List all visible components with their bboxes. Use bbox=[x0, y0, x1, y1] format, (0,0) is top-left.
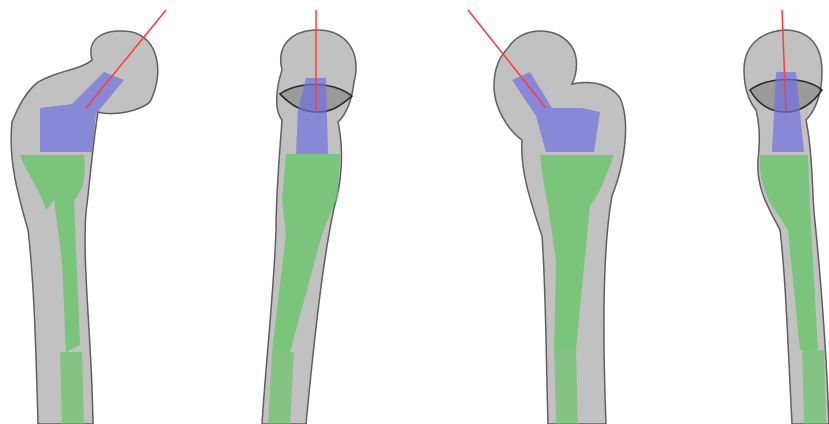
distal-green-1 bbox=[60, 352, 84, 424]
distal-green-2 bbox=[268, 352, 294, 424]
distal-green-3 bbox=[554, 350, 578, 424]
distal-green-4 bbox=[802, 350, 826, 424]
